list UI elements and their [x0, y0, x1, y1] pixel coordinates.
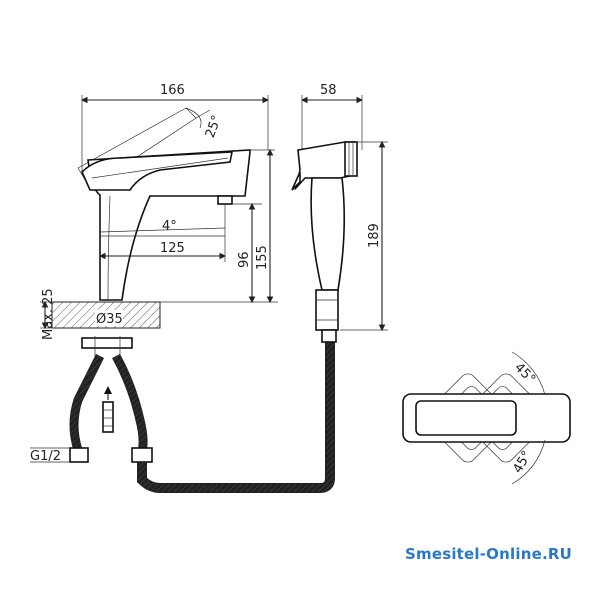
dim-height-total: 155: [255, 245, 270, 270]
hand-shower-side-view: [291, 95, 388, 343]
dim-deck-max: Max. 25: [41, 288, 56, 340]
dim-hose-length: 2000mm: [190, 485, 217, 492]
dim-thread: G1/2: [30, 449, 61, 464]
dim-top-angle-2: 45°: [510, 449, 535, 476]
dim-shower-height: 189: [367, 223, 382, 248]
faucet-top-view: [402, 351, 571, 485]
dim-height-spout: 96: [237, 251, 252, 268]
dim-width-total: 166: [160, 83, 185, 98]
dim-handle-angle: 25°: [203, 113, 225, 140]
dim-spout-reach: 125: [160, 241, 185, 256]
dim-top-angle-1: 45°: [511, 360, 538, 387]
dim-hole-diameter: Ø35: [96, 312, 123, 327]
dim-spout-angle: 4°: [162, 219, 177, 234]
site-watermark: Smesitel-Online.RU: [405, 545, 572, 563]
dim-shower-width: 58: [320, 83, 337, 98]
faucet-side-view: [30, 95, 335, 493]
